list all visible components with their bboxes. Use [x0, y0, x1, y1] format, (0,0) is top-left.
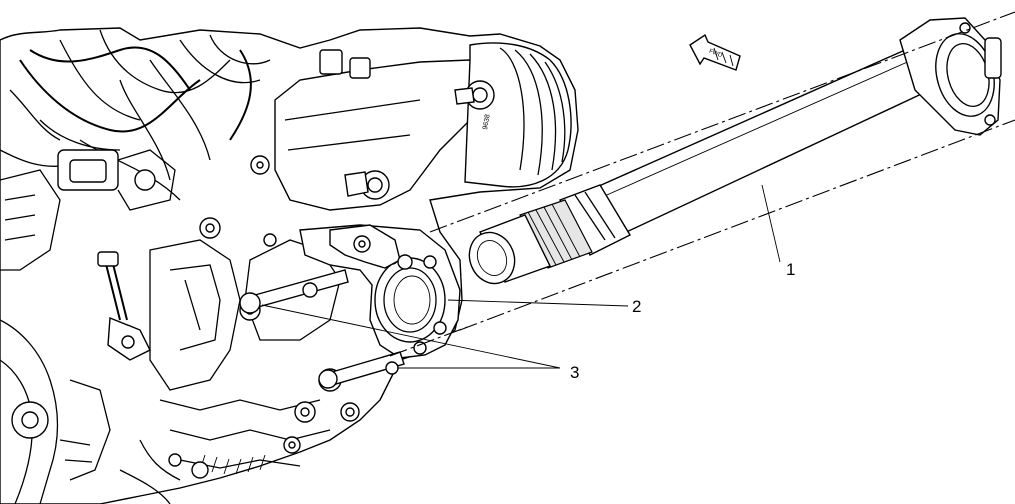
- mount-bolt: [263, 233, 277, 247]
- forward-direction-arrow-icon: FWD: [689, 33, 741, 71]
- svg-text:9638: 9638: [482, 114, 492, 131]
- mount-bolt: [199, 217, 221, 239]
- leader-lines: [261, 184, 781, 369]
- transmission-output-flange: [299, 224, 461, 359]
- propeller-shaft: [468, 17, 1002, 285]
- mount-bolt: [294, 401, 316, 423]
- callout-1-label: 1: [786, 260, 795, 279]
- callout-3-label: 3: [570, 363, 579, 382]
- filter-canister-housing: 9638: [250, 42, 572, 211]
- forward-direction-label: FWD: [708, 49, 724, 60]
- callout-2-label: 2: [632, 297, 641, 316]
- flange-bolt-upper: [239, 269, 349, 314]
- flange-bolt-lower: [318, 351, 405, 389]
- mount-bolt: [340, 402, 360, 422]
- assembly-centerlines: [389, 11, 1015, 357]
- mount-bolt: [283, 436, 301, 454]
